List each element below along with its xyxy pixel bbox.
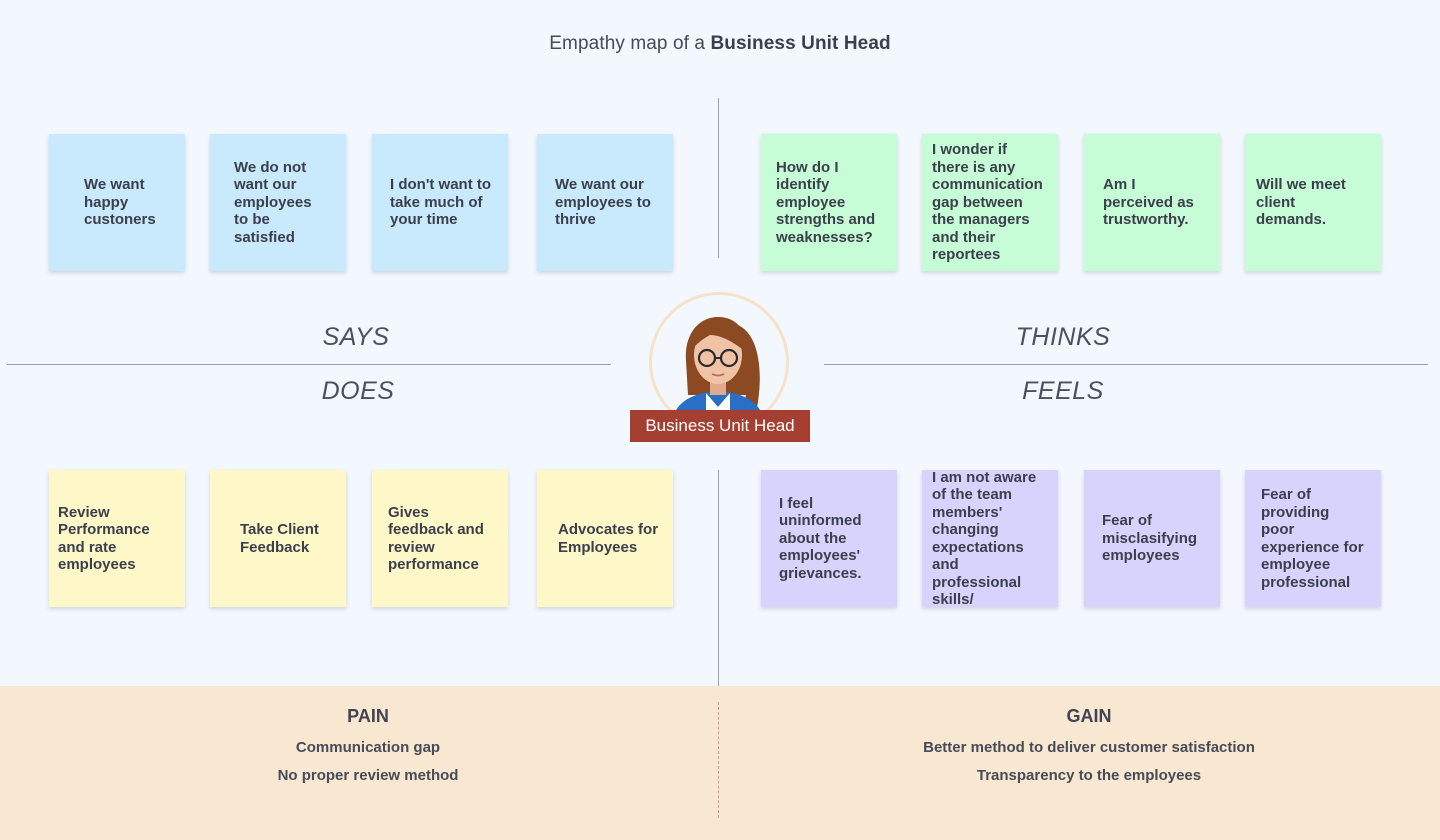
note-text: I don't want to take much of your time <box>390 176 492 229</box>
thinks-note[interactable]: Am I perceived as trustworthy. <box>1084 134 1220 271</box>
pain-heading: PAIN <box>347 706 389 726</box>
note-text: Am I perceived as trustworthy. <box>1103 176 1194 229</box>
feels-note[interactable]: Fear of misclasifying employees <box>1084 470 1220 607</box>
feels-label: FEELS <box>1022 377 1104 405</box>
note-text: Fear of misclasifying employees <box>1102 512 1198 565</box>
right-horizontal-divider <box>824 364 1428 365</box>
title-prefix: Empathy map of a <box>549 33 706 54</box>
says-label: SAYS <box>322 323 390 351</box>
says-note[interactable]: We want happy custoners <box>49 134 185 271</box>
gain-item: Better method to deliver customer satisf… <box>923 739 1255 756</box>
note-text: We want happy custoners <box>84 176 156 229</box>
woman-with-glasses-avatar-icon <box>670 317 766 429</box>
persona-avatar <box>649 292 789 432</box>
does-note[interactable]: Review Performance and rate employees <box>49 470 185 607</box>
does-label: DOES <box>321 377 395 405</box>
bottom-vertical-divider <box>718 470 719 686</box>
pain-item: No proper review method <box>277 767 459 784</box>
note-text: I feel uninformed about the employees' g… <box>779 494 862 582</box>
thinks-note[interactable]: I wonder if there is any communication g… <box>922 134 1058 271</box>
gain-section: GAIN Better method to deliver customer s… <box>789 706 1389 796</box>
pain-item: Communication gap <box>295 739 441 756</box>
feels-note[interactable]: I feel uninformed about the employees' g… <box>761 470 897 607</box>
title-subject: Business Unit Head <box>710 33 891 54</box>
feels-note[interactable]: I am not aware of the team members' chan… <box>922 468 1058 609</box>
gain-item: Transparency to the employees <box>976 767 1202 784</box>
pain-gain-band <box>0 686 1440 840</box>
does-note[interactable]: Advocates for Employees <box>537 470 673 607</box>
gain-heading: GAIN <box>1066 706 1112 726</box>
note-text: How do I identify employee strengths and… <box>776 158 876 246</box>
persona-badge: Business Unit Head <box>630 410 810 442</box>
top-vertical-divider <box>718 98 719 258</box>
note-text: I wonder if there is any communication g… <box>932 141 1043 264</box>
says-note[interactable]: We want our employees to thrive <box>537 134 673 271</box>
says-note[interactable]: We do not want our employees to be satis… <box>210 134 346 271</box>
note-text: Advocates for Employees <box>558 521 659 556</box>
thinks-label: THINKS <box>1015 323 1111 351</box>
feels-note[interactable]: Fear of providing poor experience for em… <box>1245 470 1381 607</box>
note-text: Gives feedback and review performance <box>388 503 484 574</box>
left-horizontal-divider <box>7 364 611 365</box>
note-text: Take Client Feedback <box>240 521 319 556</box>
note-text: Will we meet client demands. <box>1256 176 1346 229</box>
thinks-note[interactable]: How do I identify employee strengths and… <box>761 134 897 271</box>
does-note[interactable]: Take Client Feedback <box>210 470 346 607</box>
map-title: Empathy map of a Business Unit Head <box>0 33 1440 55</box>
note-text: Review Performance and rate employees <box>58 503 150 574</box>
pain-gain-divider <box>718 702 719 818</box>
does-note[interactable]: Gives feedback and review performance <box>372 470 508 607</box>
note-text: Fear of providing poor experience for em… <box>1261 486 1364 591</box>
pain-section: PAIN Communication gap No proper review … <box>68 706 668 796</box>
says-note[interactable]: I don't want to take much of your time <box>372 134 508 271</box>
note-text: We do not want our employees to be satis… <box>234 158 312 246</box>
note-text: I am not aware of the team members' chan… <box>932 468 1037 609</box>
thinks-note[interactable]: Will we meet client demands. <box>1245 134 1381 271</box>
note-text: We want our employees to thrive <box>555 176 651 229</box>
